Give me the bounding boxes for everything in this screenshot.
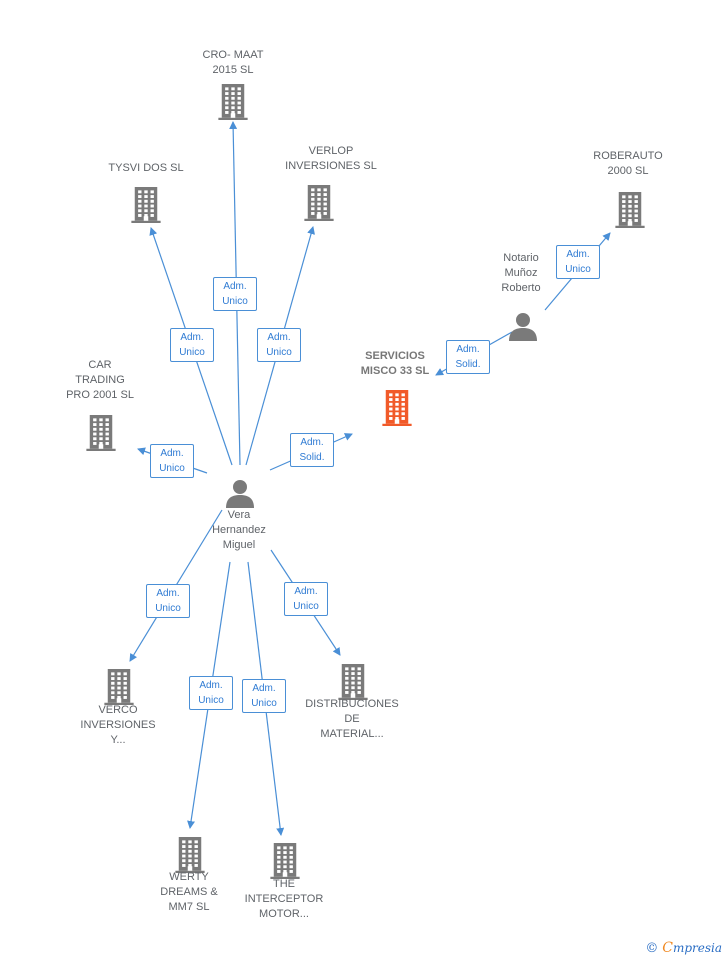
relation-label: Adm. Unico: [556, 245, 600, 279]
node-label-distribuciones[interactable]: DISTRIBUCIONES DE MATERIAL...: [305, 698, 399, 740]
relation-label: Adm. Unico: [170, 328, 214, 362]
brand-name: mpresia: [672, 941, 722, 955]
building-icon[interactable]: [270, 843, 300, 884]
building-icon[interactable]: [615, 192, 645, 233]
node-label-vera[interactable]: Vera Hernandez Miguel: [212, 509, 266, 551]
building-icon[interactable]: [304, 185, 334, 226]
relation-label: Adm. Solid.: [290, 433, 334, 467]
person-icon[interactable]: [508, 311, 538, 346]
relation-label: Adm. Unico: [257, 328, 301, 362]
relation-label: Adm. Unico: [150, 444, 194, 478]
node-label-roberauto[interactable]: ROBERAUTO 2000 SL: [593, 150, 663, 177]
node-label-car-trading[interactable]: CAR TRADING PRO 2001 SL: [66, 359, 134, 401]
node-label-verco[interactable]: VERCO INVERSIONES Y...: [80, 704, 156, 746]
node-label-notario[interactable]: Notario Muñoz Roberto: [501, 252, 541, 294]
relation-label: Adm. Unico: [213, 277, 257, 311]
building-icon[interactable]: [382, 390, 412, 431]
building-icon[interactable]: [338, 664, 368, 705]
node-label-interceptor[interactable]: THE INTERCEPTOR MOTOR...: [244, 878, 324, 920]
building-icon[interactable]: [104, 669, 134, 710]
relation-label: Adm. Solid.: [446, 340, 490, 374]
building-icon[interactable]: [218, 84, 248, 125]
brand-initial: C: [662, 940, 673, 956]
node-label-cro-maat[interactable]: CRO- MAAT 2015 SL: [202, 49, 264, 76]
empresia-watermark: © Cmpresia: [645, 940, 722, 956]
node-label-servicios[interactable]: SERVICIOS MISCO 33 SL: [360, 350, 430, 377]
copyright-symbol: ©: [645, 941, 659, 956]
person-icon[interactable]: [225, 478, 255, 513]
node-label-werty[interactable]: WERTY DREAMS & MM7 SL: [160, 871, 218, 913]
relation-label: Adm. Unico: [189, 676, 233, 710]
building-icon[interactable]: [86, 415, 116, 456]
building-icon[interactable]: [175, 837, 205, 878]
node-label-verlop[interactable]: VERLOP INVERSIONES SL: [285, 145, 377, 172]
relation-label: Adm. Unico: [242, 679, 286, 713]
node-label-tysvi[interactable]: TYSVI DOS SL: [108, 162, 184, 174]
relation-label: Adm. Unico: [284, 582, 328, 616]
building-icon[interactable]: [131, 187, 161, 228]
relation-label: Adm. Unico: [146, 584, 190, 618]
